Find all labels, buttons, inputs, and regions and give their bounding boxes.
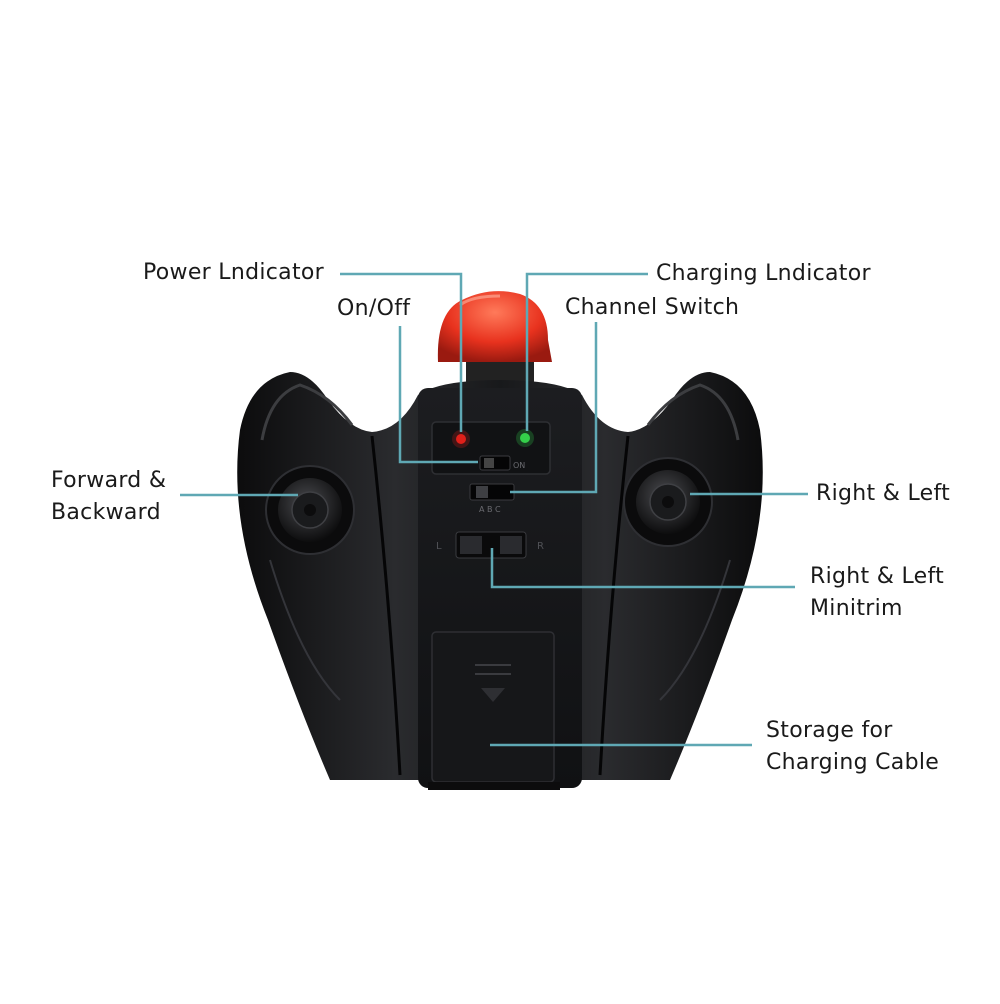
left-joystick[interactable] xyxy=(265,465,355,555)
label-minitrim-line1: Right & Left xyxy=(810,564,945,589)
label-minitrim-line2: Minitrim xyxy=(810,596,903,621)
callout-minitrim xyxy=(490,548,795,589)
trim-right-mark: R xyxy=(537,541,544,552)
callout-on-off xyxy=(398,326,478,464)
label-power-indicator: Power Lndicator xyxy=(143,260,324,285)
callout-channel-switch xyxy=(510,322,598,494)
right-joystick[interactable] xyxy=(623,457,713,547)
charging-led xyxy=(520,433,530,443)
label-forward-backward-line2: Backward xyxy=(51,500,161,525)
label-storage: Storage for Charging Cable xyxy=(766,715,939,779)
channel-letters: A B C xyxy=(479,505,501,514)
cable-storage-lid[interactable] xyxy=(428,631,560,790)
label-right-left: Right & Left xyxy=(816,481,951,506)
label-channel-switch: Channel Switch xyxy=(565,295,740,320)
power-switch[interactable] xyxy=(479,455,511,471)
label-forward-backward: Forward & Backward xyxy=(51,465,166,529)
label-charging-indicator: Charging Lndicator xyxy=(656,261,871,286)
callout-charging-indicator xyxy=(525,272,648,431)
trim-switch[interactable] xyxy=(455,531,527,559)
label-storage-line2: Charging Cable xyxy=(766,750,940,775)
callout-power-indicator xyxy=(340,272,463,432)
power-led xyxy=(456,434,466,444)
label-storage-line1: Storage for xyxy=(766,718,893,743)
antenna xyxy=(437,291,552,385)
trim-left-mark: L xyxy=(436,541,442,552)
callout-lines xyxy=(180,272,808,747)
label-right-left-minitrim: Right & Left Minitrim xyxy=(810,561,944,625)
channel-switch[interactable] xyxy=(469,483,515,501)
label-on-off: On/Off xyxy=(337,296,411,321)
on-mark: ON xyxy=(513,461,525,470)
label-forward-backward-line1: Forward & xyxy=(51,468,167,493)
